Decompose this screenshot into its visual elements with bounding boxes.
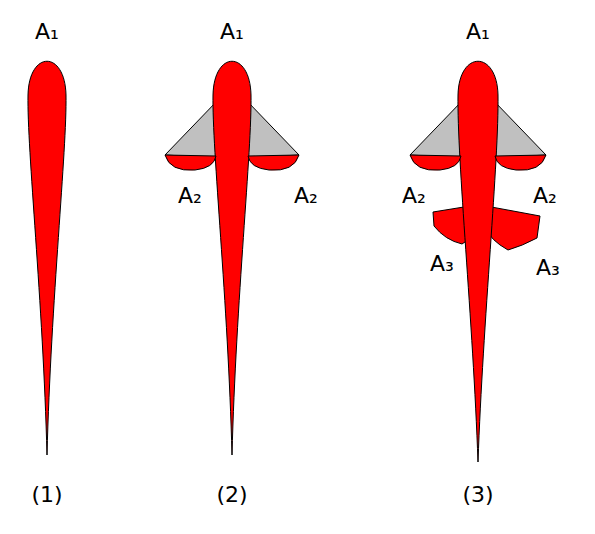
part-label: A₁ bbox=[220, 21, 244, 43]
pectoral-membrane bbox=[493, 100, 546, 158]
figure-number: (1) bbox=[31, 484, 62, 506]
part-label: A₁ bbox=[466, 21, 490, 43]
part-label: A₂ bbox=[294, 185, 318, 207]
part-label: A₁ bbox=[35, 21, 59, 43]
pectoral-fin bbox=[495, 155, 546, 170]
figure-number: (2) bbox=[216, 484, 247, 506]
pectoral-membrane bbox=[165, 100, 218, 158]
part-label: A₃ bbox=[536, 257, 560, 279]
part-label: A₂ bbox=[402, 185, 426, 207]
pectoral-fin bbox=[165, 155, 216, 170]
pelvic-fin bbox=[486, 206, 540, 250]
figure-number: (3) bbox=[462, 484, 493, 506]
pectoral-fin bbox=[410, 155, 461, 170]
part-label: A₂ bbox=[533, 185, 557, 207]
pectoral-membrane bbox=[410, 100, 463, 158]
part-label: A₂ bbox=[178, 185, 202, 207]
pectoral-fin bbox=[248, 155, 299, 170]
part-label: A₃ bbox=[430, 253, 454, 275]
pectoral-membrane bbox=[246, 100, 299, 158]
fish-body bbox=[213, 61, 251, 455]
fish-body bbox=[458, 61, 498, 462]
fish-body bbox=[28, 61, 66, 455]
